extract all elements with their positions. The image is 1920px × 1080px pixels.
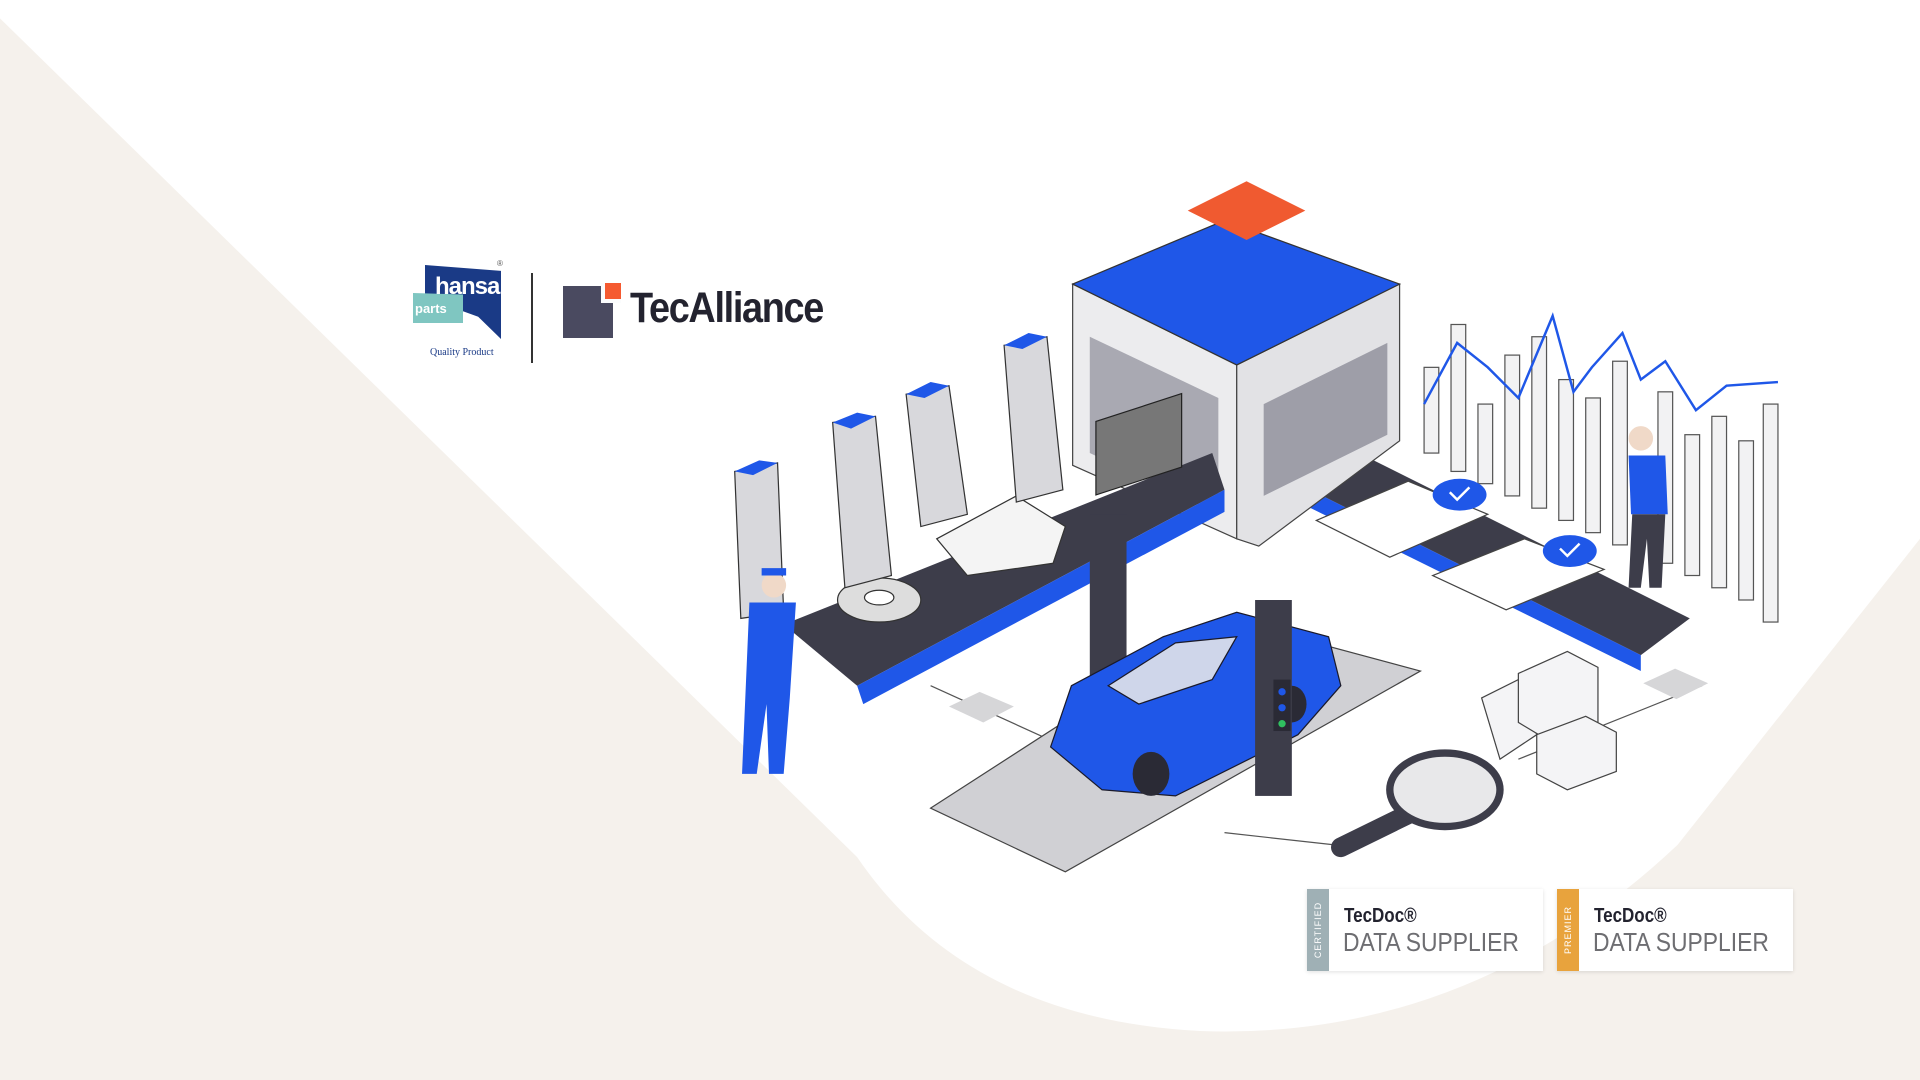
hansa-tagline: Quality Product: [430, 347, 494, 358]
worker-right: [1628, 426, 1668, 588]
badge-label: DATA SUPPLIER: [1593, 927, 1769, 957]
worker-left: [742, 568, 796, 774]
hansa-logo-word: hansa: [435, 273, 500, 300]
check-badge-icon: [1542, 535, 1597, 567]
magnifier-handle: [1331, 804, 1418, 858]
left-conveyor-side: [857, 489, 1225, 705]
radiator: [1095, 392, 1183, 496]
logo-divider: [531, 273, 533, 363]
badge-tier: CERTIFIED: [1313, 901, 1323, 959]
badge-brand: TecDoc®: [1344, 905, 1417, 927]
chart-line: [1423, 312, 1779, 413]
badge-tier: PREMIER: [1563, 905, 1573, 955]
hansa-parts-logo: hansa parts ® Quality Product: [413, 259, 505, 359]
parcel-boxes: [1480, 650, 1617, 791]
building-opening: [1263, 342, 1388, 496]
magnifier-icon: [1386, 749, 1504, 831]
tecalliance-logo-text: TecAlliance: [630, 284, 824, 332]
floor-tile: [1643, 668, 1709, 700]
premier-data-supplier-badge: PREMIER TecDoc® DATA SUPPLIER: [1557, 889, 1793, 971]
building-roof: [1071, 219, 1402, 366]
badge-label: DATA SUPPLIER: [1343, 927, 1519, 957]
tecalliance-logo-accent: [601, 283, 621, 303]
floor-tile: [948, 691, 1014, 723]
hansa-logo-parts: parts: [415, 301, 447, 316]
engine-part: [935, 495, 1067, 577]
registered-mark: ®: [497, 259, 503, 268]
badge-brand: TecDoc®: [1594, 905, 1667, 927]
right-conveyor: [1261, 434, 1690, 656]
check-badge-icon: [1432, 478, 1487, 511]
certified-data-supplier-badge: CERTIFIED TecDoc® DATA SUPPLIER: [1307, 889, 1543, 971]
